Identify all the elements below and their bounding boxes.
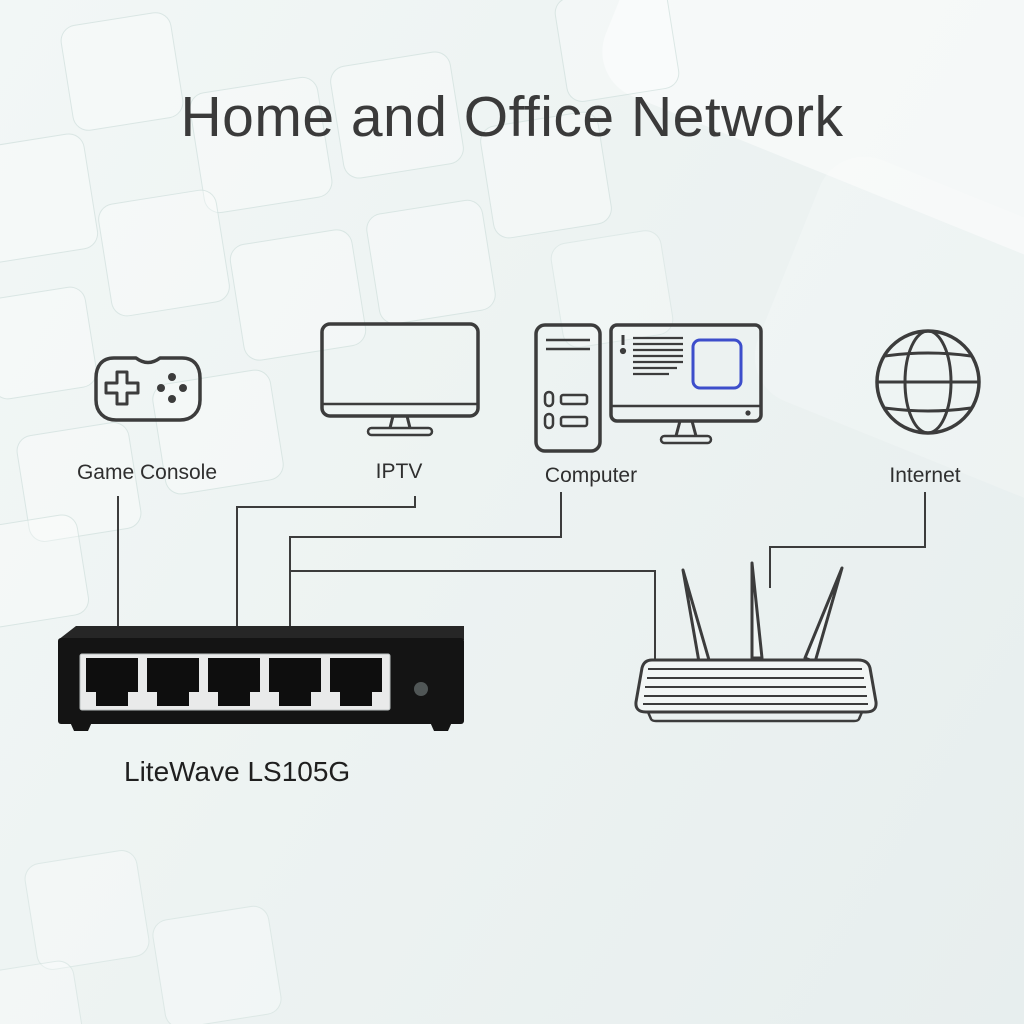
- internet-globe-icon: [875, 329, 981, 435]
- monitor-alert-mark: [619, 335, 627, 355]
- monitor-stand-base: [659, 434, 713, 445]
- router-base: [646, 711, 864, 723]
- computer-icon: [534, 323, 763, 453]
- router-antennas: [681, 561, 844, 664]
- router-antenna: [681, 568, 711, 664]
- pc-tower-drives: [543, 390, 589, 430]
- monitor-text-lines: [633, 336, 683, 376]
- router-antenna: [803, 566, 844, 664]
- connection-lines: [117, 492, 926, 660]
- ethernet-port: [269, 658, 321, 706]
- router-ridges: [643, 668, 868, 705]
- router-icon: [634, 561, 878, 723]
- label-iptv: IPTV: [375, 460, 423, 483]
- ethernet-port: [86, 658, 138, 706]
- switch-foot: [70, 722, 92, 731]
- iptv-icon: [320, 322, 480, 437]
- gamepad-body: [94, 356, 202, 422]
- tv-stand-neck: [388, 415, 412, 429]
- label-internet: Internet: [889, 464, 961, 487]
- pc-tower: [534, 323, 602, 453]
- cable-iptv: [236, 496, 416, 626]
- switch-foot: [430, 722, 452, 731]
- game-console-icon: [94, 356, 202, 422]
- ethernet-ports: [86, 658, 382, 706]
- ethernet-port: [147, 658, 199, 706]
- dpad-icon: [104, 370, 140, 406]
- ethernet-port: [208, 658, 260, 706]
- monitor-window: [691, 338, 743, 390]
- cable-computer: [289, 492, 562, 626]
- tv-stand-base: [366, 426, 434, 437]
- switch-model-label: LiteWave LS105G: [124, 756, 351, 787]
- monitor-frame: [609, 323, 763, 423]
- label-computer: Computer: [544, 464, 638, 487]
- page-title: Home and Office Network: [180, 85, 844, 149]
- ethernet-port: [330, 658, 382, 706]
- router-antenna: [750, 561, 764, 660]
- gamepad-buttons: [157, 373, 187, 403]
- cable-internet: [769, 492, 926, 588]
- monitor-stand-neck: [674, 420, 698, 437]
- label-game-console: Game Console: [76, 461, 218, 484]
- switch-led: [414, 682, 428, 696]
- monitor-power-led: [745, 410, 751, 416]
- pc-tower-vents: [546, 338, 590, 351]
- cable-router-switch: [290, 570, 656, 660]
- switch-top-face: [58, 626, 464, 640]
- switch-icon: [58, 626, 464, 731]
